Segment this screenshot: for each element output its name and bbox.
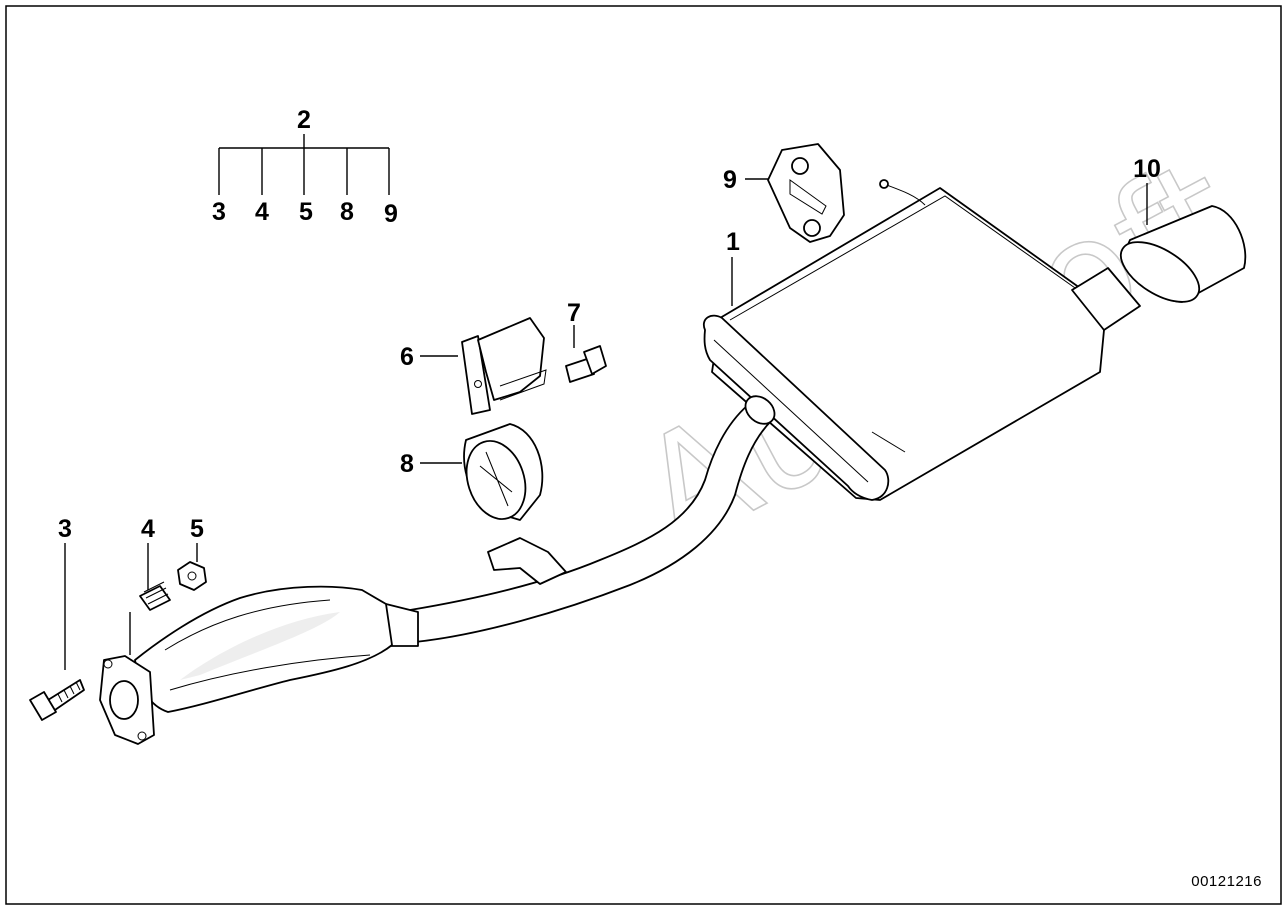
muffler-endcap — [702, 314, 890, 501]
screw — [565, 345, 607, 383]
rubber-ring-face — [465, 440, 527, 520]
callout-8: 8 — [400, 450, 414, 478]
front-section-contour — [164, 599, 371, 691]
bolt-head — [29, 691, 57, 721]
kit-tree-child: 8 — [340, 198, 354, 226]
flange-opening — [109, 680, 139, 720]
tailpipe-trim-opening — [1120, 241, 1200, 303]
muffler — [702, 179, 1141, 501]
kit-tree-parent: 2 — [297, 106, 311, 134]
muffler-endcap-rim — [713, 339, 869, 483]
kit-tree-child: 3 — [212, 198, 226, 226]
rubber-ring-web — [479, 451, 513, 507]
nut-hole — [187, 571, 197, 581]
kit-tree-child: 9 — [384, 200, 398, 228]
callout-3: 3 — [58, 515, 72, 543]
bracket-clamp — [499, 369, 547, 401]
kit-tree-lines — [218, 134, 390, 195]
screw-shank — [565, 357, 595, 383]
callout-4: 4 — [141, 515, 155, 543]
callout-1: 1 — [726, 228, 740, 256]
bolt — [29, 679, 85, 721]
leader-lines — [64, 178, 1148, 670]
kit-tree: 2 3 4 5 8 9 — [212, 106, 398, 228]
rubber-mount-slot — [789, 179, 827, 215]
front-pipe — [99, 404, 773, 745]
bracket — [461, 317, 547, 415]
front-section-highlight — [180, 612, 340, 680]
flange-hole — [103, 659, 113, 669]
callout-6: 6 — [400, 343, 414, 371]
nut-body — [177, 561, 207, 591]
kit-tree-child: 5 — [299, 198, 313, 226]
muffler-inlet — [744, 395, 776, 425]
rubber-mount-hole — [803, 219, 821, 237]
callout-7: 7 — [567, 299, 581, 327]
bolt-thread — [57, 681, 81, 703]
spring-coils — [143, 581, 169, 605]
tailpipe-trim — [1120, 205, 1247, 303]
rubber-mount-body — [767, 143, 845, 243]
sensor-plug — [879, 179, 889, 189]
muffler-seam — [729, 195, 1086, 321]
hanger-pin — [871, 431, 906, 453]
callout-9: 9 — [723, 166, 737, 194]
screw-head — [583, 345, 607, 375]
pipe-hanger-bracket — [487, 537, 567, 585]
flange-hole — [137, 731, 147, 741]
bracket-plate — [461, 335, 491, 415]
nut — [177, 561, 207, 591]
rubber-ring — [463, 423, 544, 521]
rubber-mount — [767, 143, 845, 243]
spring-body — [139, 585, 171, 611]
spring — [139, 581, 171, 611]
drawing-number: 00121216 — [1191, 873, 1262, 890]
callout-5: 5 — [190, 515, 204, 543]
bracket-hole — [474, 380, 482, 388]
muffler-outlet-pipe — [1071, 267, 1141, 331]
bracket-body — [477, 317, 545, 401]
diagram-frame — [5, 5, 1282, 905]
kit-tree-child: 4 — [255, 198, 269, 226]
rubber-mount-hole — [791, 157, 809, 175]
callout-10: 10 — [1133, 155, 1161, 183]
